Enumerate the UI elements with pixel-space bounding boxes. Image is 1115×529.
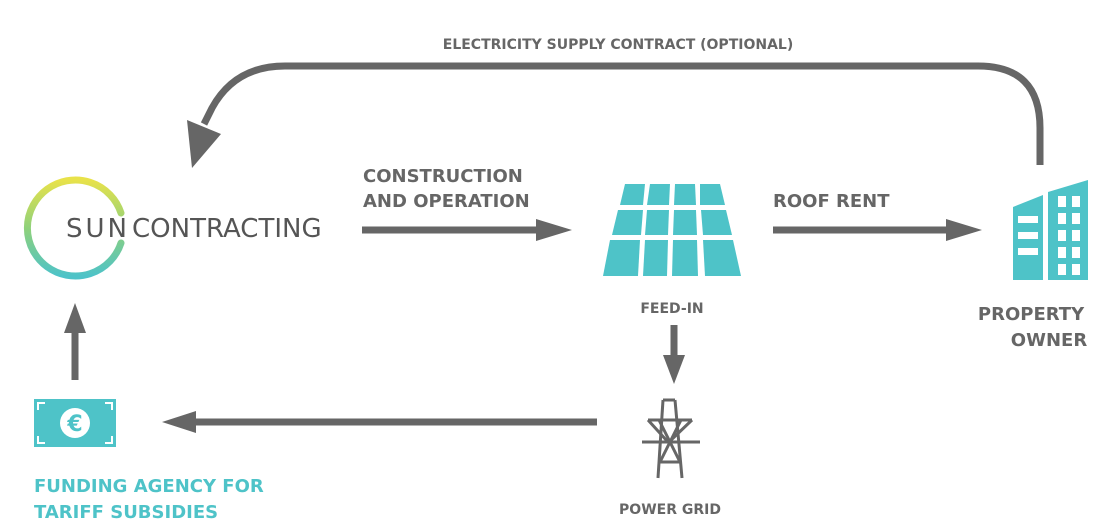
building-icon bbox=[1013, 180, 1088, 280]
funding-agency-label-line1: FUNDING AGENCY FOR bbox=[34, 476, 264, 497]
roof-rent-arrow bbox=[773, 219, 982, 241]
funding-arrow bbox=[162, 411, 597, 433]
banknote-euro-icon: € bbox=[34, 399, 116, 447]
property-owner-label-line2: OWNER bbox=[1011, 330, 1088, 351]
electricity-supply-label: ELECTRICITY SUPPLY CONTRACT (OPTIONAL) bbox=[443, 37, 793, 53]
roof-rent-label: ROOF RENT bbox=[773, 191, 890, 212]
power-tower-icon bbox=[642, 398, 700, 479]
property-owner-label-line1: PROPERTY bbox=[978, 304, 1085, 325]
euro-symbol: € bbox=[66, 412, 82, 437]
construction-label-line2: AND OPERATION bbox=[363, 191, 530, 212]
construction-label-line1: CONSTRUCTION bbox=[363, 166, 523, 187]
logo-text-sun: SUN bbox=[66, 214, 130, 244]
solar-panel-icon bbox=[603, 184, 741, 276]
construction-arrow bbox=[362, 219, 572, 241]
electricity-supply-arrow bbox=[187, 62, 1044, 168]
suncontracting-logo: SUN CONTRACTING bbox=[23, 176, 322, 280]
feed-in-label: FEED-IN bbox=[640, 301, 703, 317]
logo-text-contracting: CONTRACTING bbox=[132, 214, 322, 244]
subsidy-up-arrow bbox=[64, 303, 86, 380]
logo-ring bbox=[23, 176, 125, 280]
funding-agency-label-line2: TARIFF SUBSIDIES bbox=[34, 502, 218, 523]
power-grid-label: POWER GRID bbox=[619, 502, 721, 518]
feed-in-arrow bbox=[663, 325, 685, 384]
